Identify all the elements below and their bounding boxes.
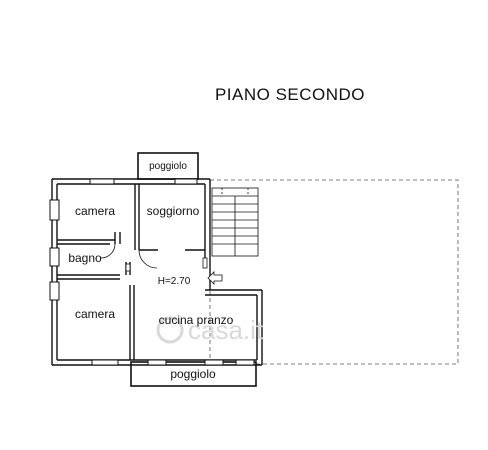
room-label-camera-top: camera [75, 204, 115, 218]
room-label-cucina-pranzo: cucina pranzo [159, 313, 234, 327]
ceiling-height-label: H=2.70 [158, 276, 191, 287]
balcony-top-label: poggiolo [149, 161, 187, 172]
interior-walls [57, 184, 205, 360]
windows [49, 178, 255, 366]
watermark: casa.it [156, 315, 264, 345]
balcony-bottom [130, 361, 257, 387]
stairs [211, 187, 259, 257]
balcony-bottom-label: poggiolo [170, 367, 216, 381]
room-label-camera-bottom: camera [75, 307, 115, 321]
doors [100, 243, 208, 272]
room-label-soggiorno: soggiorno [147, 204, 200, 218]
room-label-bagno: bagno [68, 251, 102, 265]
watermark-text: casa.it [188, 315, 264, 345]
entry-arrow-icon [207, 271, 223, 285]
plan-title: PIANO SECONDO [215, 85, 365, 104]
